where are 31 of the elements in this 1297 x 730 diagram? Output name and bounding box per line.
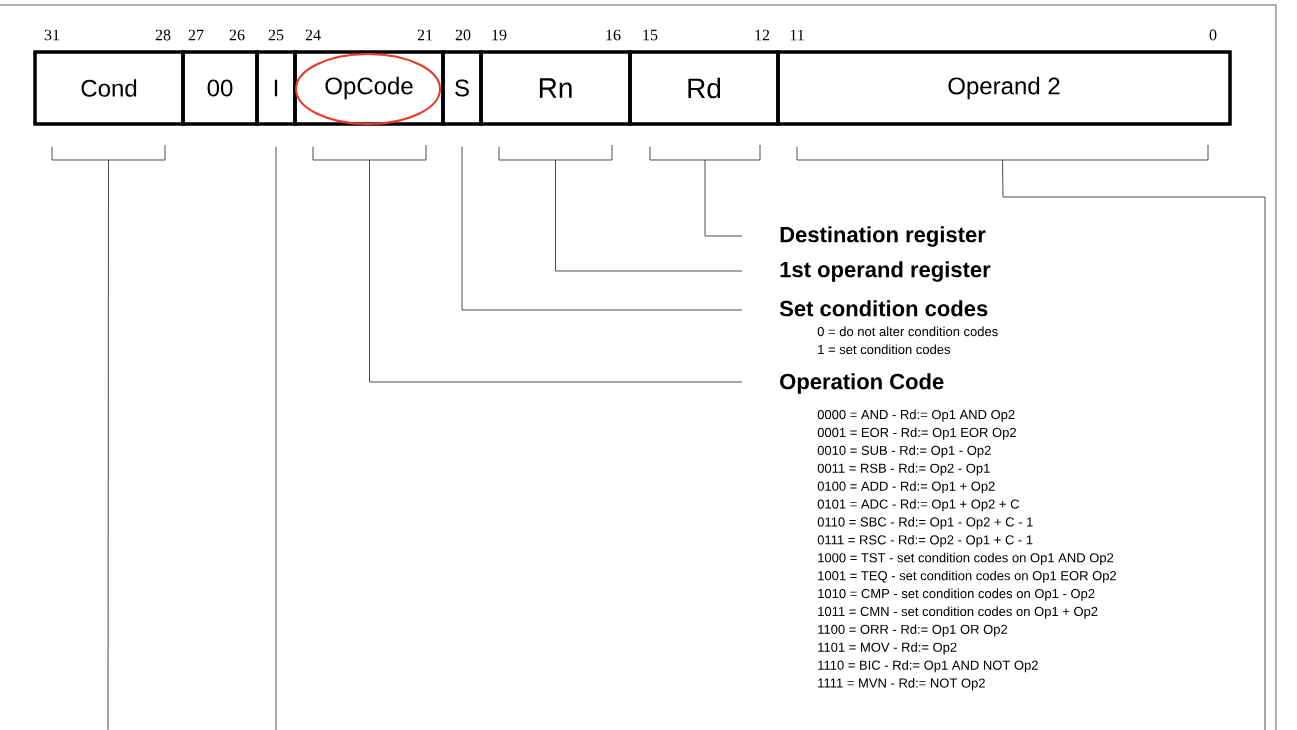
field-description: Set condition codes 0 = do not alter condition codes 1 = set condition codes [779, 300, 998, 355]
leader-line [312, 144, 743, 383]
leader-line [51, 144, 166, 730]
bit-number: 19 [492, 29, 507, 41]
field-cell: Rd [628, 50, 780, 126]
field-cell: S [441, 50, 483, 126]
bit-number: 12 [755, 29, 770, 41]
leader-line [498, 144, 743, 272]
bit-number: 25 [268, 29, 284, 41]
field-description: Destination register [780, 226, 986, 247]
bit-number: 24 [305, 29, 321, 41]
leader-line [275, 146, 277, 730]
field-cell: Rn [479, 50, 632, 126]
bit-number: 20 [455, 29, 471, 41]
bit-number: 21 [417, 29, 433, 41]
bit-number: 11 [790, 29, 804, 41]
leader-line [649, 144, 761, 237]
field-cell: OpCode [293, 50, 445, 126]
field-cell: Cond [33, 50, 185, 126]
bit-number: 26 [229, 29, 245, 41]
field-cell: Operand 2 [776, 50, 1232, 126]
field-description: 1st operand register [780, 261, 991, 282]
bit-number: 27 [188, 29, 204, 41]
leader-line [461, 146, 743, 311]
leader-line [796, 144, 1266, 730]
bit-number: 16 [606, 29, 621, 41]
bit-number: 15 [643, 29, 658, 41]
field-cell: I [255, 50, 297, 126]
bit-number: 28 [155, 29, 171, 41]
field-cell: 00 [181, 50, 259, 126]
field-description: Operation Code 0000 = AND - Rd:= Op1 AND Op2 0001 = EOR - Rd:= Op1 EOR Op2 0010 = SUB - Rd:= Op1 - Op2 0011 = RSB - Rd:= Op2 - Op1 0100 = ADD - Rd:= Op1 + Op2 0101 = ADC - Rd:= Op1 + Op2 + C 0110 = SBC - Rd:= Op1 - Op2 + C - 1 0111 = RSC - Rd:= Op2 - Op1 + C - 1 1000 = TST - set condition codes on Op1 AND Op2 1001 = TEQ - set condition codes on Op1 EOR Op2 1010 = CMP - set condition codes on Op1 - Op2 1011 = CMN - set condition codes on Op1 + Op2 1100 = ORR - Rd:= Op1 OR Op2 1101 = MOV - Rd:= Op2 1110 = BIC - Rd:= Op1 AND NOT Op2 1111 = MVN - Rd:= NOT Op2 [780, 373, 1117, 691]
